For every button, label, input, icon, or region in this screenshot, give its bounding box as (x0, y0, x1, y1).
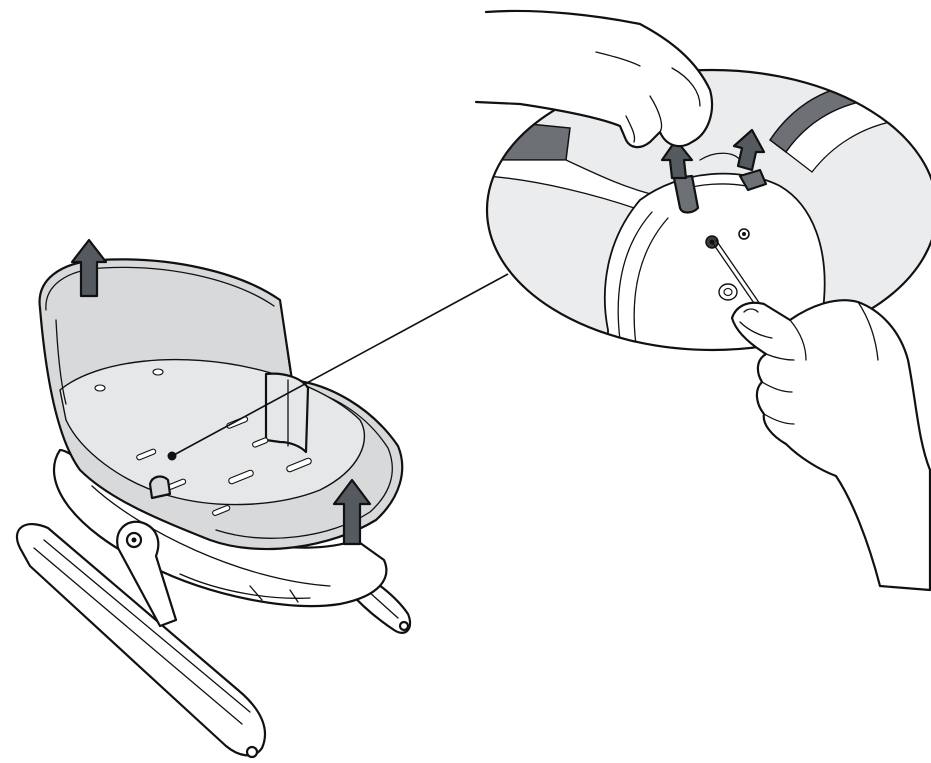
screw (719, 284, 737, 300)
